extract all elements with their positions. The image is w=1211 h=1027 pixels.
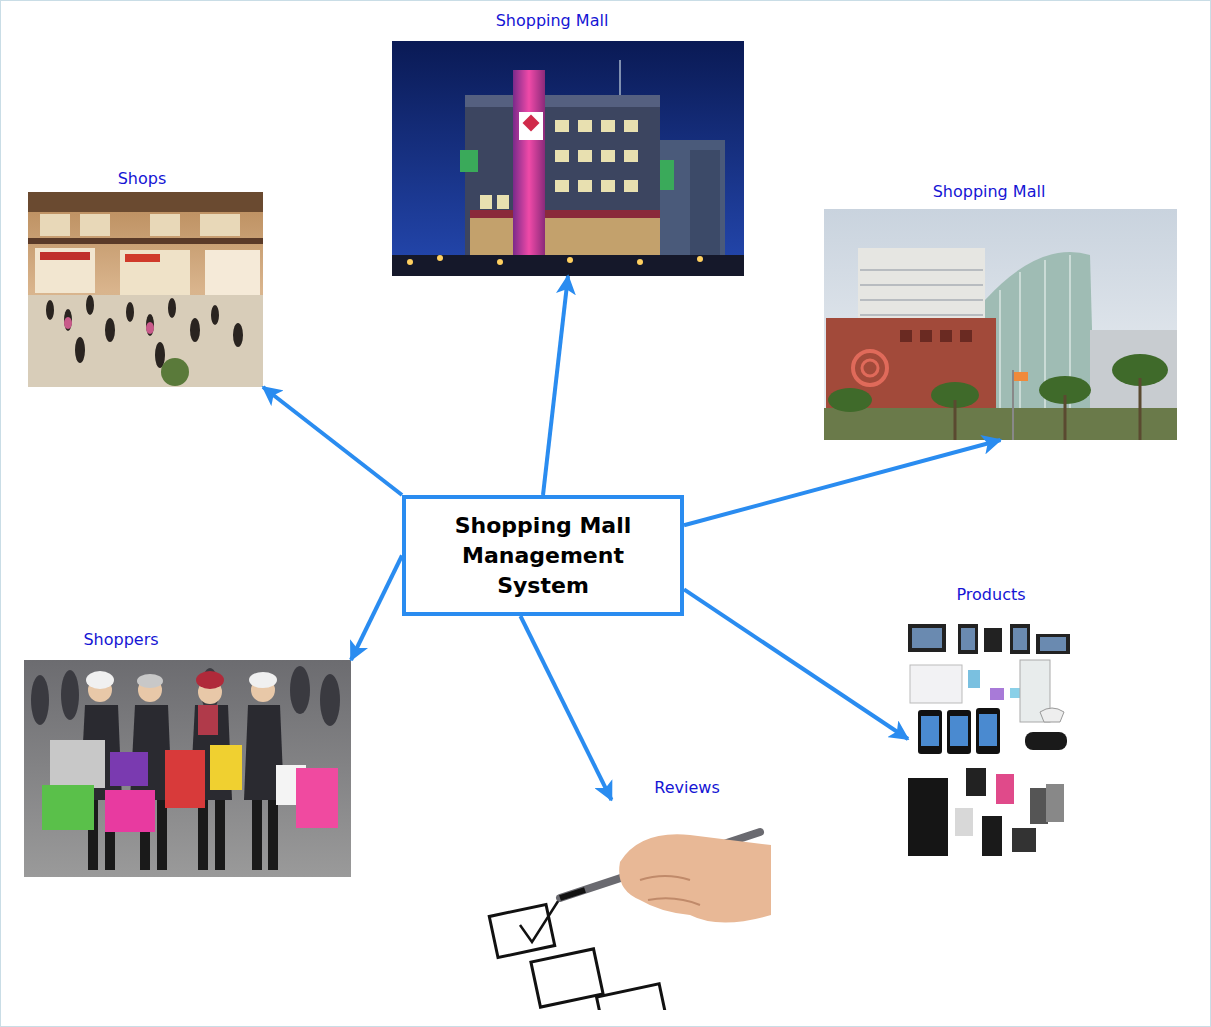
picture-caption: Products xyxy=(956,585,1025,605)
arrow-connector xyxy=(520,616,611,800)
arrow-connector xyxy=(684,589,908,739)
arrow-connector xyxy=(351,556,402,661)
picture-caption: Shops xyxy=(118,169,167,189)
picture-caption: Shopping Mall xyxy=(496,11,609,31)
shoppers-picture xyxy=(24,660,351,877)
shops-picture xyxy=(28,192,263,387)
mall-picture-node: Shopping Mall xyxy=(392,41,744,276)
arrow-connector xyxy=(263,387,402,495)
shops-picture-node: Shops xyxy=(28,192,263,387)
picture-caption: Shopping Mall xyxy=(933,182,1046,202)
arrow-connector xyxy=(543,276,568,495)
shoppers-picture-node: Shoppers xyxy=(24,660,351,877)
products-picture-node: Products xyxy=(908,620,1072,858)
box-title: Shopping Mall Management System xyxy=(416,511,670,601)
mall-night-picture xyxy=(392,41,744,276)
mall-picture-node: Shopping Mall xyxy=(824,209,1177,440)
arrow-connector xyxy=(684,440,1001,525)
reviews-picture-node: Reviews xyxy=(452,800,771,1010)
picture-caption: Reviews xyxy=(654,778,719,798)
products-picture xyxy=(908,624,1070,856)
mall-day-picture xyxy=(824,209,1177,440)
system-box: Shopping Mall Management System xyxy=(402,495,684,616)
picture-caption: Shoppers xyxy=(83,630,158,650)
reviews-picture xyxy=(452,800,771,1010)
